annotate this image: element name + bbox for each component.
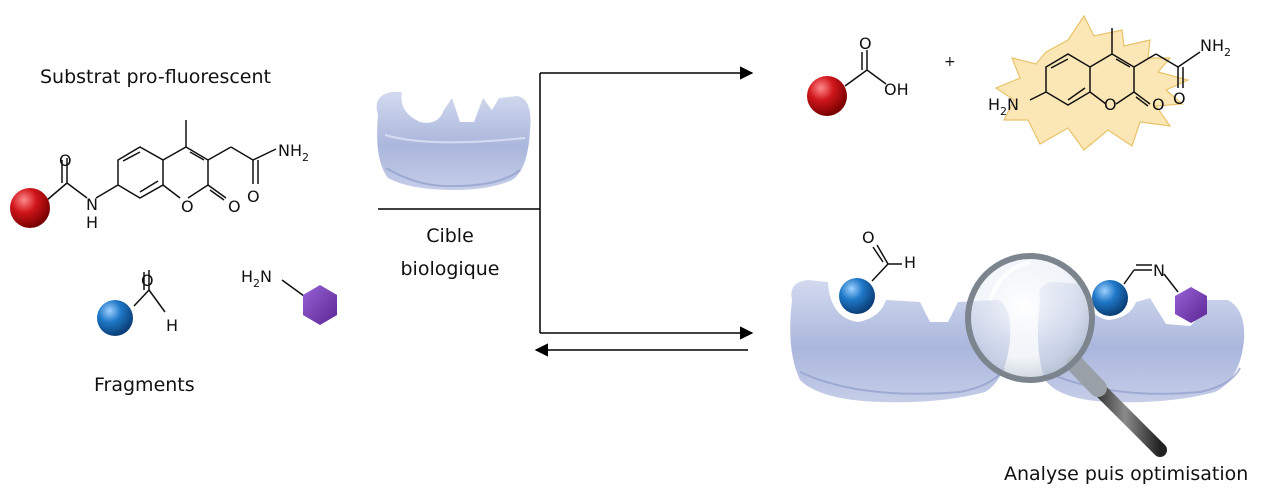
fluorescence-glow xyxy=(994,14,1190,151)
magnifying-glass-icon xyxy=(965,253,1167,457)
purple-hexagon xyxy=(303,285,337,325)
atom-h2n-fragment: H2N xyxy=(241,267,272,290)
reaction-arrows xyxy=(378,66,754,357)
atom-o-carbonyl-product: O xyxy=(1152,95,1165,114)
purple-hexagon-bound xyxy=(1175,287,1207,323)
atom-o-sidechain: O xyxy=(247,187,260,206)
atom-h2n-product: H2N xyxy=(988,95,1019,118)
atom-o-ring: O xyxy=(181,197,194,216)
red-sphere xyxy=(10,188,50,228)
substrate-molecule xyxy=(46,120,277,201)
atom-h-aldehyde: H xyxy=(166,316,178,335)
blue-sphere-bound xyxy=(839,278,875,314)
blue-sphere-imine xyxy=(1092,280,1128,316)
target-label-line2: biologique xyxy=(400,258,500,280)
substrate-title: Substrat pro-fluorescent xyxy=(40,66,271,88)
carboxylic-acid-product: O OH xyxy=(807,34,909,116)
biological-target-icon xyxy=(376,92,531,190)
atom-o-aldehyde: O xyxy=(141,271,154,290)
atom-o-amide: O xyxy=(59,151,72,170)
atom-o-bound-aldehyde: O xyxy=(862,228,875,247)
atom-oh-acid: OH xyxy=(884,80,909,99)
aldehyde-fragment: O H xyxy=(97,270,178,336)
atom-o-ring-product: O xyxy=(1104,95,1117,114)
atom-nh2-product: NH2 xyxy=(1200,36,1231,59)
atom-n-imine: N xyxy=(1153,261,1165,280)
atom-h-bound-aldehyde: H xyxy=(904,253,916,272)
atom-h-amide: H xyxy=(86,213,98,232)
fragments-label: Fragments xyxy=(94,374,195,396)
atom-nh2: NH2 xyxy=(278,141,309,164)
atom-o-acid: O xyxy=(859,34,872,53)
atom-o-carbonyl: O xyxy=(228,197,241,216)
plus-sign: + xyxy=(944,54,956,70)
atom-o-amide-product: O xyxy=(1173,89,1186,108)
fluorescent-product: H2N O O O NH2 xyxy=(988,14,1231,151)
amine-fragment: H2N xyxy=(241,267,337,325)
target-label-line1: Cible xyxy=(426,225,474,247)
red-sphere-product xyxy=(807,76,847,116)
blue-sphere xyxy=(97,300,133,336)
atom-n-amide: N xyxy=(86,195,98,214)
analysis-label: Analyse puis optimisation xyxy=(1004,463,1249,485)
